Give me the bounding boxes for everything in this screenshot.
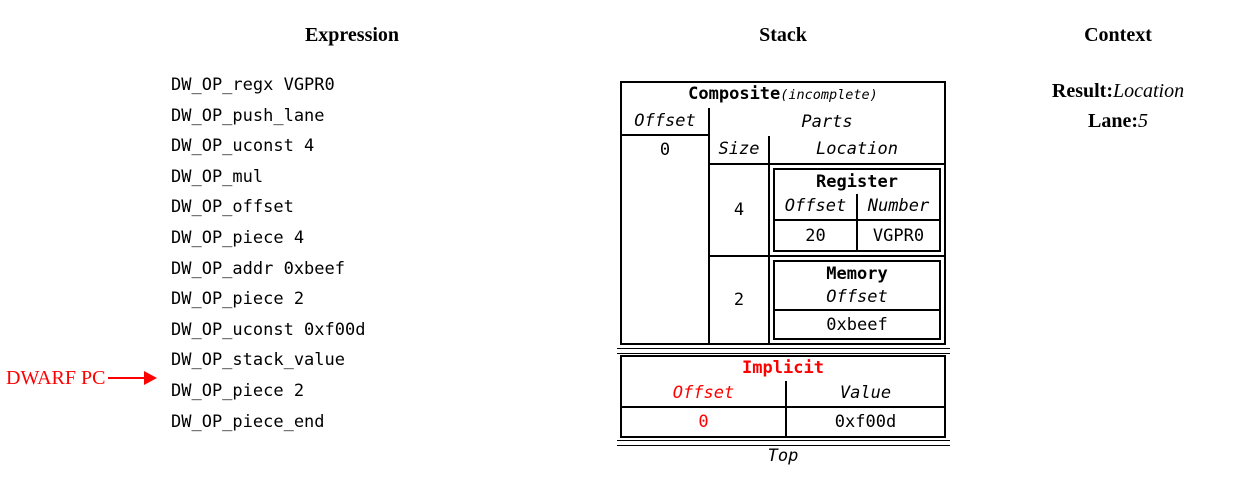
stack-entry-separator <box>617 440 950 446</box>
context-lane-label: Lane: <box>1088 110 1138 132</box>
expression-column-title: Expression <box>304 24 400 46</box>
dwarf-pc-label: DWARF PC <box>6 366 106 389</box>
memory-offset-value: 0xbeef <box>826 314 888 335</box>
implicit-offset-header: Offset <box>622 381 787 406</box>
composite-offset-header: Offset <box>622 108 708 136</box>
composite-part-row-memory: 2 Memory Offset 0xbeef <box>710 257 944 343</box>
part-location-cell: Register Offset Number 20 VGPR0 <box>770 165 944 255</box>
expression-op-7: DW_OP_piece 2 <box>171 289 305 310</box>
composite-part-row-register: 4 Register Offset Number 20 VGPR0 <box>710 165 944 257</box>
implicit-header-row: Offset Value <box>622 381 944 408</box>
stack-column-title: Stack <box>759 24 807 46</box>
register-value-row: 20 VGPR0 <box>775 221 939 250</box>
composite-offset-value: 0 <box>659 140 671 160</box>
implicit-value: 0xf00d <box>834 412 897 432</box>
register-location-table: Register Offset Number 20 VGPR0 <box>773 168 941 252</box>
memory-title: Memory <box>826 264 888 284</box>
register-offset-value: 20 <box>775 221 858 250</box>
context-lane-value: 5 <box>1138 110 1148 132</box>
dwarf-pc-pointer: DWARF PC <box>6 366 158 390</box>
composite-title: Composite <box>688 84 781 104</box>
context-block: Result:Location Lane:5 <box>1000 76 1236 136</box>
register-number-value: VGPR0 <box>872 225 925 246</box>
composite-offset-column: Offset 0 <box>622 108 710 343</box>
composite-size-header: Size <box>710 136 770 163</box>
dwarf-pc-arrow-icon <box>144 371 158 385</box>
expression-op-0: DW_OP_regx VGPR0 <box>171 75 335 95</box>
expression-op-5: DW_OP_piece 4 <box>171 227 305 248</box>
implicit-value-header: Value <box>839 383 892 403</box>
expression-op-4: DW_OP_offset <box>171 197 294 218</box>
composite-parts-header: Parts <box>801 112 853 132</box>
context-column-title: Context <box>1084 24 1152 46</box>
expression-op-9: DW_OP_stack_value <box>171 350 345 371</box>
composite-parts-column: Parts Size Location 4 Register Offset Nu… <box>710 108 944 343</box>
expression-op-2: DW_OP_uconst 4 <box>171 136 315 157</box>
expression-op-6: DW_OP_addr 0xbeef <box>171 258 345 279</box>
part-size-value: 2 <box>710 257 770 343</box>
implicit-title: Implicit <box>742 358 824 378</box>
part-location-cell: Memory Offset 0xbeef <box>770 257 944 343</box>
stack-top-label: Top <box>767 446 799 466</box>
stack-entry-separator <box>617 348 950 354</box>
expression-op-10-current: DW_OP_piece 2 <box>171 380 305 401</box>
expression-op-1: DW_OP_push_lane <box>171 105 325 126</box>
memory-offset-header: Offset <box>775 286 939 311</box>
register-offset-header: Offset <box>775 194 858 219</box>
expression-op-3: DW_OP_mul <box>171 166 264 187</box>
expression-op-8: DW_OP_uconst 0xf00d <box>171 319 366 340</box>
implicit-offset-value: 0 <box>622 408 787 436</box>
expression-op-11: DW_OP_piece_end <box>171 411 325 432</box>
stack-entry-implicit: Implicit Offset Value 0 0xf00d <box>620 355 946 438</box>
part-size-value: 4 <box>710 165 770 255</box>
memory-location-table: Memory Offset 0xbeef <box>773 260 941 340</box>
implicit-value-row: 0 0xf00d <box>622 408 944 436</box>
context-result-value: Location <box>1112 80 1185 102</box>
composite-parts-subheader-row: Size Location <box>710 136 944 165</box>
register-number-header: Number <box>867 196 930 216</box>
context-lane-line: Lane:5 <box>1000 106 1236 136</box>
context-result-line: Result:Location <box>1000 76 1236 106</box>
expression-op-list: DW_OP_regx VGPR0 DW_OP_push_lane DW_OP_u… <box>171 70 365 437</box>
stack-entry-composite: Composite(incomplete) Offset 0 Parts Siz… <box>620 81 946 345</box>
register-header-row: Offset Number <box>775 194 939 221</box>
dwarf-pc-arrow-line <box>108 377 145 379</box>
context-result-label: Result: <box>1051 80 1113 102</box>
composite-location-header: Location <box>816 139 898 159</box>
composite-header: Composite(incomplete) <box>622 83 944 108</box>
composite-body: Offset 0 Parts Size Location 4 Register … <box>622 108 944 343</box>
register-title: Register <box>816 172 898 192</box>
composite-qualifier: (incomplete) <box>780 87 878 103</box>
